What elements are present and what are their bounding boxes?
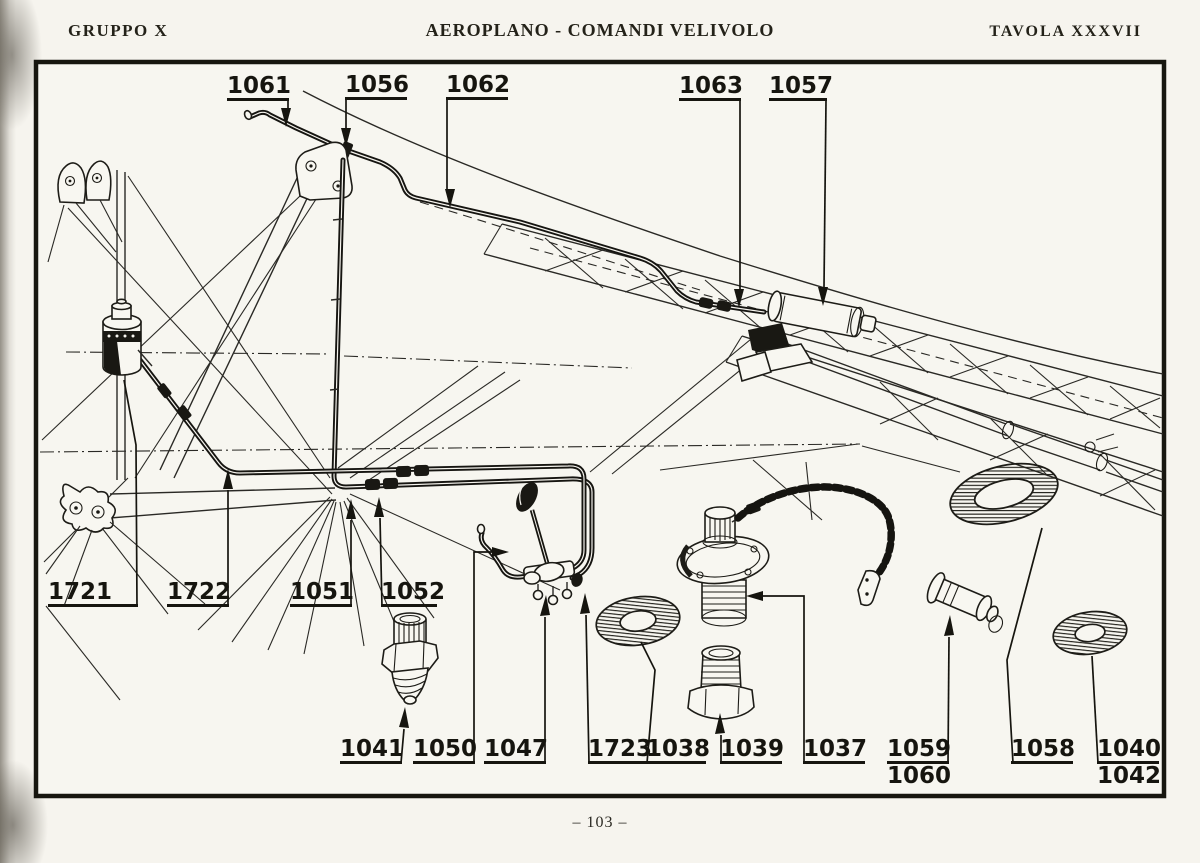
- plate-frame: [33, 59, 1167, 799]
- retaining-chain: [734, 483, 895, 578]
- binding-shadow: [0, 0, 16, 863]
- page-title: AEROPLANO - COMANDI VELIVOLO: [425, 20, 775, 40]
- page-number: – 103 –: [572, 814, 628, 831]
- reservoir-tank: [102, 298, 153, 376]
- washer-large-hatched: [595, 595, 681, 647]
- header-group: GRUPPO X: [68, 21, 169, 40]
- pin-bolt: [926, 572, 1004, 633]
- fuselage-truss: [39, 160, 961, 701]
- washer-small-hatched: [1052, 610, 1128, 656]
- leader-lines: [123, 100, 1099, 764]
- actuator-cylinder: [767, 290, 877, 338]
- hex-plug: [687, 645, 755, 720]
- washer-big-hatched: [949, 462, 1059, 526]
- cone-fitting: [381, 612, 439, 705]
- control-valve: [476, 482, 576, 606]
- wing-frame: [302, 90, 1164, 517]
- filler-cap-assembly: [676, 483, 895, 627]
- header-plate-number: TAVOLA XXXVII: [989, 23, 1142, 40]
- control-piping: [137, 109, 767, 587]
